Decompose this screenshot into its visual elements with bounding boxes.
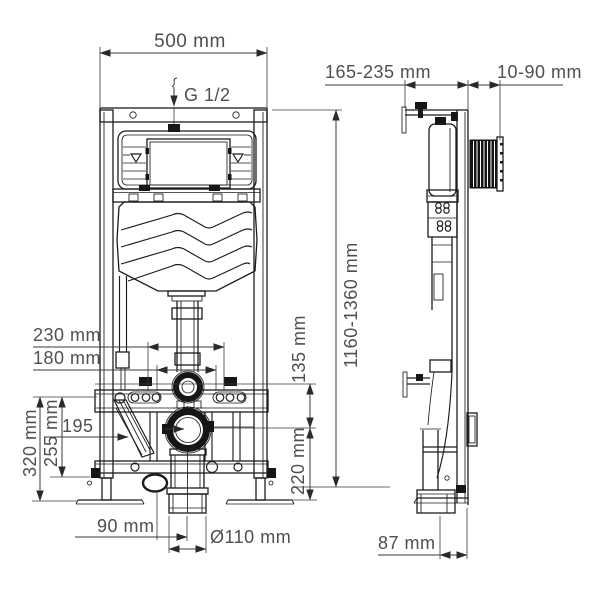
frame-profile-side xyxy=(456,109,469,505)
cistern-side xyxy=(426,117,459,479)
concealed-cistern xyxy=(116,201,258,292)
left-support-tube xyxy=(115,276,130,390)
dim-height-range-label: 1160-1360 mm xyxy=(341,242,361,368)
side-view xyxy=(401,102,504,514)
level-mark-icon xyxy=(231,153,245,164)
dim-90-label: 90 mm xyxy=(97,516,155,536)
dim-outlet-87: 87 mm xyxy=(378,508,468,559)
dimensions: 500 mm G 1/2 230 mm 180 mm xyxy=(20,31,582,559)
frame-rails xyxy=(75,107,295,505)
wall-bracket-top xyxy=(401,102,458,134)
dim-87-label: 87 mm xyxy=(378,533,436,553)
drain-elbow-side xyxy=(413,428,468,514)
valve-detail xyxy=(435,202,452,232)
dim-inlet-label: G 1/2 xyxy=(184,85,231,105)
right-grill xyxy=(231,146,251,180)
foot-plate-right xyxy=(225,499,295,505)
dim-255-label: 255 mm xyxy=(41,399,61,467)
dim-depth-top: 165-235 mm 10-90 mm xyxy=(325,62,582,140)
water-inlet xyxy=(168,124,180,132)
drain-socket xyxy=(162,406,214,456)
dim-spacing-180: 180 mm xyxy=(33,348,217,391)
dim-spacing-inner-label: 180 mm xyxy=(33,348,101,368)
dim-offset-90: 90 mm xyxy=(75,493,188,541)
front-view xyxy=(75,107,295,514)
dim-diameter-110: Ø110 mm xyxy=(168,516,291,553)
flush-pipe xyxy=(167,290,206,513)
pipe-clamp-oval xyxy=(141,473,169,493)
foot-plate-left xyxy=(75,499,145,505)
dim-spacing-230: 230 mm xyxy=(33,325,225,391)
dim-320-label: 320 mm xyxy=(20,409,40,477)
frame-struts xyxy=(113,399,254,461)
dim-offset-195: 195 xyxy=(44,416,185,441)
flush-plate-shaft xyxy=(469,136,504,192)
dim-plate-range-label: 10-90 mm xyxy=(497,62,582,82)
dim-drain-220: 220 mm xyxy=(288,427,317,501)
outlet-pipe xyxy=(166,455,209,514)
dim-depth-range-label: 165-235 mm xyxy=(325,62,431,82)
flush-unit-housing xyxy=(117,124,257,190)
left-grill xyxy=(123,146,146,180)
dim-height-range: 1160-1360 mm xyxy=(272,109,390,488)
lower-crossbar xyxy=(94,460,269,474)
dim-left-320: 320 mm xyxy=(20,396,78,502)
dim-width-label: 500 mm xyxy=(154,31,226,52)
wall-bracket-lower xyxy=(402,371,430,398)
flush-elbow xyxy=(171,370,205,409)
dim-width-500: 500 mm xyxy=(99,31,268,107)
dim-spacing-outer-label: 230 mm xyxy=(33,325,101,345)
dim-110-label: Ø110 mm xyxy=(210,527,291,547)
dim-195-label: 195 xyxy=(62,416,94,436)
dim-220-label: 220 mm xyxy=(288,427,308,495)
fixing-block xyxy=(466,412,478,447)
dim-inlet-g12: G 1/2 xyxy=(170,77,231,124)
level-mark-icon xyxy=(129,153,143,164)
dim-flush-135: 135 mm xyxy=(95,315,316,429)
dim-135-label: 135 mm xyxy=(289,315,309,383)
